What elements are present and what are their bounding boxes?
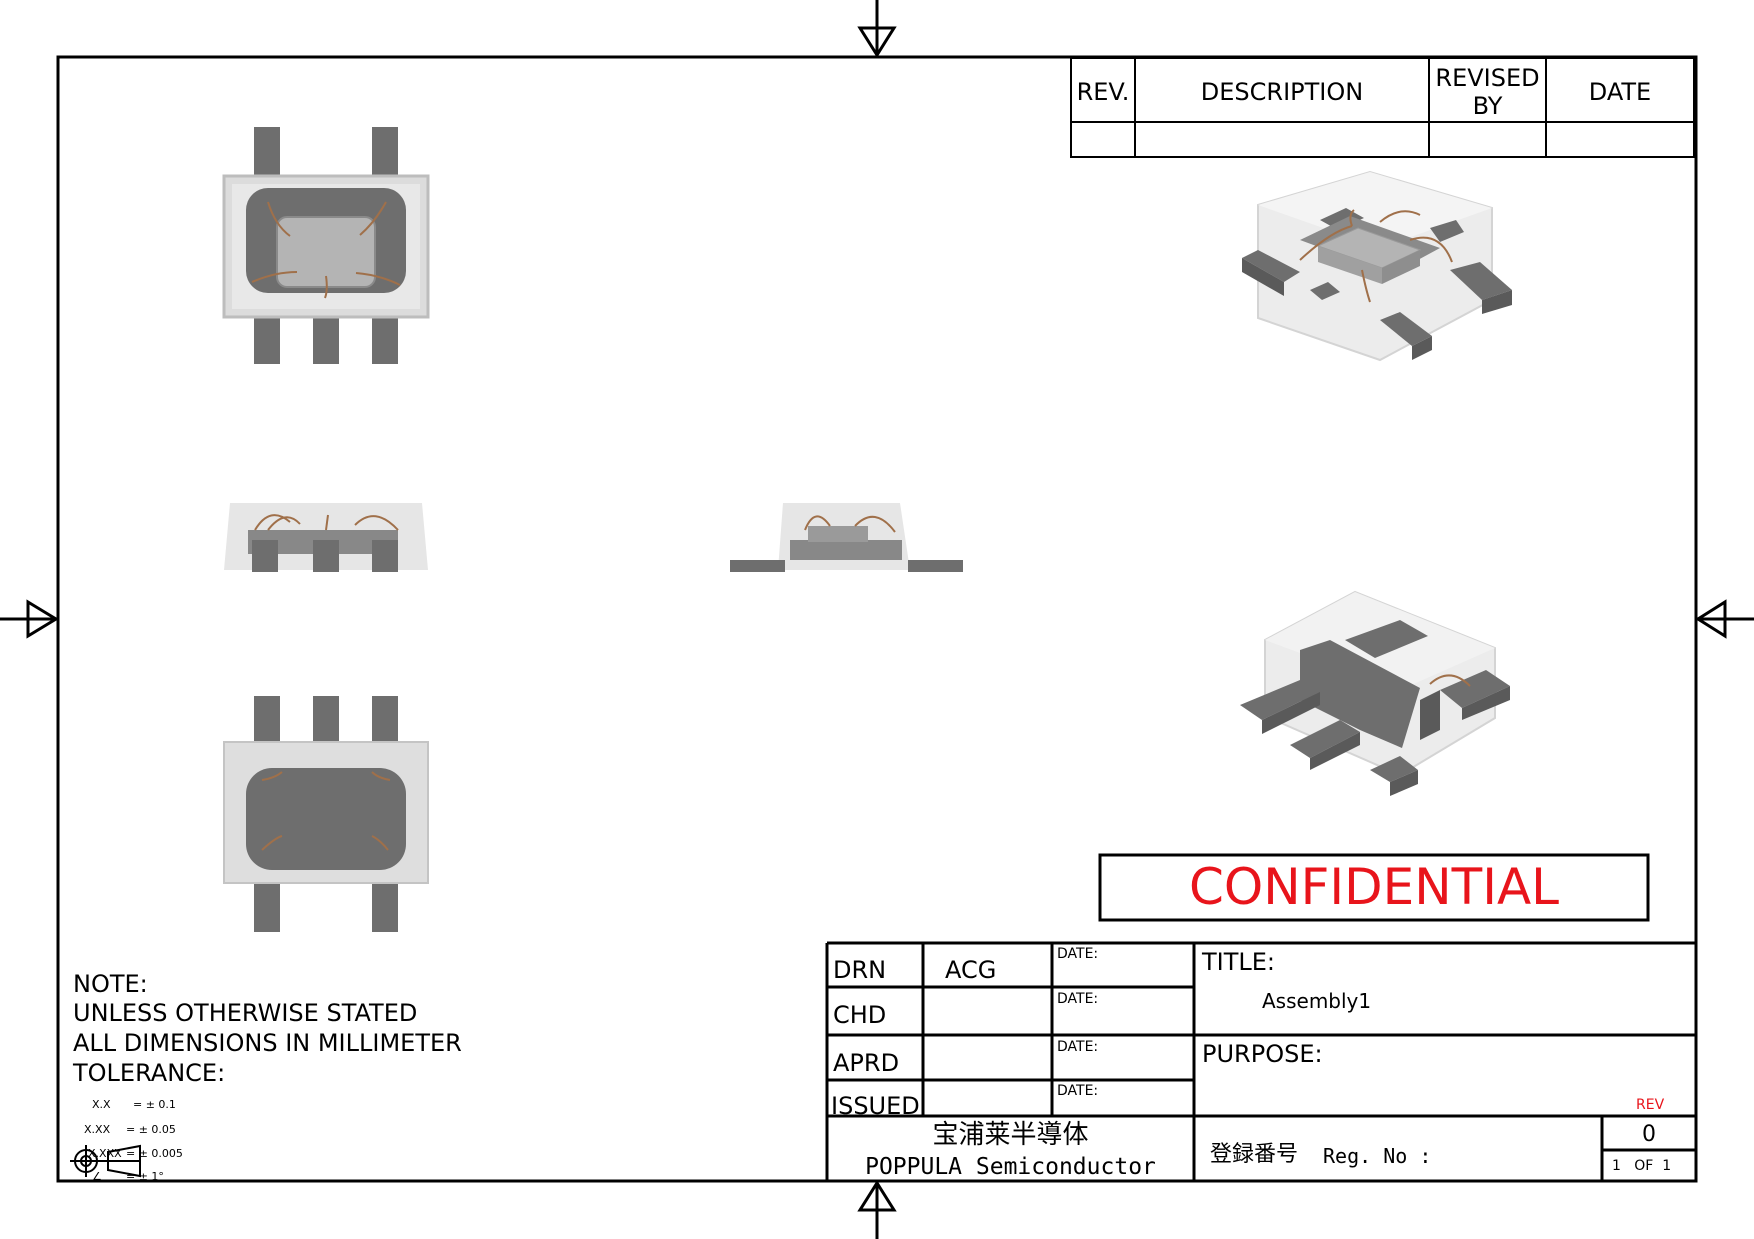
registration-label-jp: 登録番号 bbox=[1210, 1142, 1299, 1167]
sheet-number: 1 OF 1 bbox=[1612, 1158, 1672, 1174]
note-line-tolerance: TOLERANCE: bbox=[73, 1059, 226, 1087]
company-name-jp: 宝浦莱半導体 bbox=[932, 1120, 1089, 1150]
registration-label-en: Reg. No : bbox=[1323, 1144, 1432, 1168]
center-mark-bottom bbox=[857, 1180, 897, 1239]
note-line-unless: UNLESS OTHERWISE STATED bbox=[73, 999, 418, 1027]
confidential-stamp-box bbox=[1098, 853, 1650, 922]
title-value: Assembly1 bbox=[1262, 989, 1372, 1013]
company-name-en: POPPULA Semiconductor bbox=[865, 1154, 1156, 1180]
revised-by-header-line1: REVISED bbox=[1435, 64, 1540, 92]
tolerance-value-2: = ± 0.05 bbox=[126, 1123, 176, 1136]
top-view bbox=[222, 127, 430, 364]
tolerance-value-3: = ± 0.005 bbox=[126, 1147, 183, 1160]
center-mark-left bbox=[0, 599, 59, 639]
issued-label: ISSUED bbox=[831, 1092, 920, 1120]
chd-date-label: DATE: bbox=[1057, 991, 1099, 1007]
tolerance-format-3: X.XXX bbox=[88, 1147, 122, 1160]
note-line-dimensions: ALL DIMENSIONS IN MILLIMETER bbox=[73, 1029, 462, 1057]
rev-header: REV. bbox=[1076, 78, 1130, 106]
tolerance-format-1: X.X bbox=[92, 1098, 111, 1111]
confidential-stamp-text: CONFIDENTIAL bbox=[1188, 858, 1560, 916]
revised-by-header-line2: BY bbox=[1472, 92, 1503, 120]
chd-label: CHD bbox=[833, 1001, 887, 1029]
note-heading: NOTE: bbox=[73, 970, 148, 998]
revision-table-grid bbox=[1070, 57, 1695, 158]
drn-label: DRN bbox=[833, 956, 887, 984]
aprd-date-label: DATE: bbox=[1057, 1039, 1099, 1055]
title-block-grid bbox=[825, 941, 1696, 1181]
tolerance-format-2: X.XX bbox=[84, 1123, 111, 1136]
center-mark-top bbox=[857, 0, 897, 58]
isometric-top-view bbox=[1242, 170, 1512, 362]
tolerance-format-4: ∠ bbox=[92, 1170, 102, 1183]
isometric-bottom-view bbox=[1240, 590, 1510, 796]
rev-block-value: 0 bbox=[1642, 1122, 1656, 1147]
projection-symbol bbox=[70, 1144, 141, 1178]
title-label: TITLE: bbox=[1202, 948, 1276, 976]
drn-date-label: DATE: bbox=[1057, 946, 1099, 962]
tolerance-value-4: = ± 1° bbox=[126, 1170, 164, 1183]
bottom-view bbox=[223, 696, 429, 932]
tolerance-value-1: = ± 0.1 bbox=[133, 1098, 176, 1111]
center-mark-right bbox=[1695, 599, 1754, 639]
description-header: DESCRIPTION bbox=[1200, 78, 1364, 106]
front-view bbox=[224, 503, 428, 572]
aprd-label: APRD bbox=[833, 1049, 900, 1077]
issued-date-label: DATE: bbox=[1057, 1083, 1099, 1099]
purpose-label: PURPOSE: bbox=[1202, 1040, 1323, 1068]
rev-block-label: REV bbox=[1636, 1097, 1665, 1113]
date-header: DATE bbox=[1588, 78, 1652, 106]
side-view bbox=[730, 503, 963, 572]
drn-value: ACG bbox=[945, 956, 997, 984]
